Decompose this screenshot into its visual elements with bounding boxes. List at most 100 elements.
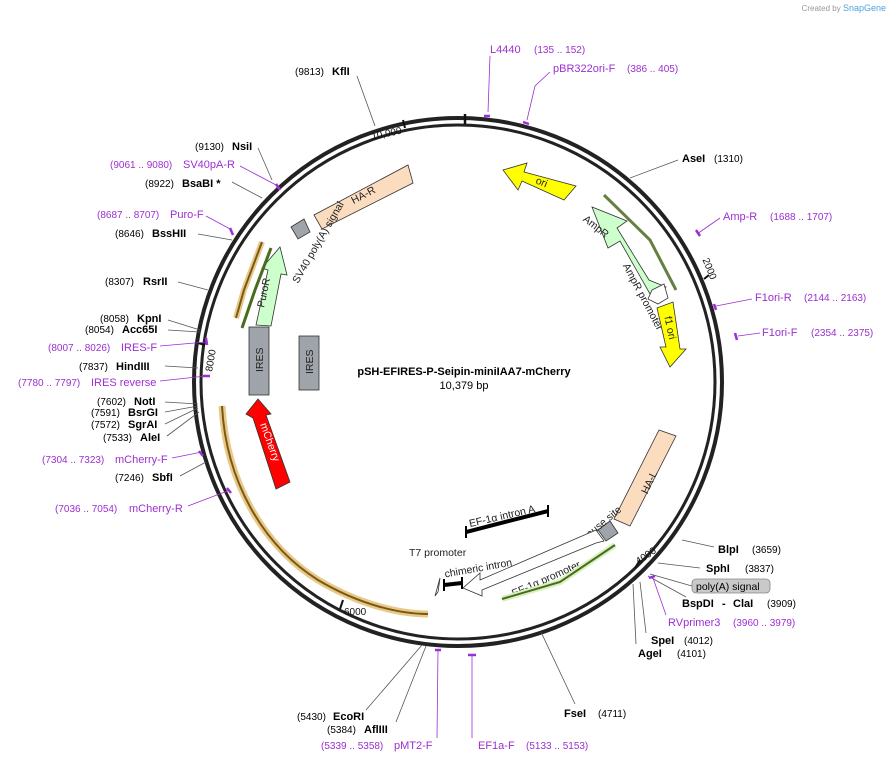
primer-l4440-name: L4440 <box>490 44 521 56</box>
tick-10000: 10,000 <box>371 126 404 143</box>
feature-polya-signal[interactable]: poly(A) signal <box>649 573 771 594</box>
site-alei[interactable]: (7533) AleI <box>103 411 200 444</box>
primer-ef1a-f[interactable]: EF1a-F (5133 .. 5153) <box>468 653 588 752</box>
site-agei-pos: (4101) <box>677 649 706 660</box>
primer-amp-r-pos: (1688 .. 1707) <box>770 212 832 223</box>
site-kpni[interactable]: (8058) KpnI <box>100 313 201 331</box>
backbone-outer <box>192 116 724 648</box>
feature-ires-label: IRES <box>254 347 266 372</box>
site-kfli[interactable]: (9813) KflI <box>295 66 376 127</box>
site-acc65i-pos: (8054) <box>85 325 114 336</box>
site-agei[interactable]: AgeI (4101) <box>632 583 706 660</box>
site-sphi[interactable]: SphI (3837) <box>657 562 774 575</box>
site-acc65i[interactable]: (8054) Acc65I <box>85 324 201 336</box>
site-nsii[interactable]: (9130) NsiI <box>195 141 273 181</box>
primer-ires-f-name: IRES-F <box>121 342 157 354</box>
site-hindiii-name: HindIII <box>116 361 150 373</box>
site-kfli-pos: (9813) <box>295 67 324 78</box>
feature-puror[interactable]: PuroR <box>255 246 288 327</box>
primer-pbr322ori-f-pos: (386 .. 405) <box>627 64 678 75</box>
site-bsshii[interactable]: (8646) BssHII <box>115 228 233 241</box>
orf-puro-gold-core <box>235 241 263 319</box>
feature-ha-l[interactable]: HA-L <box>613 429 677 527</box>
site-noti-pos: (7602) <box>97 397 126 408</box>
feature-ires-inner[interactable]: IRES <box>298 335 320 391</box>
site-spei-pos: (4012) <box>684 636 713 647</box>
site-bsrgi[interactable]: (7591) BsrGI <box>91 405 199 419</box>
site-bspdi-pos: (3909) <box>767 599 796 610</box>
site-fsei-pos: (4711) <box>598 709 626 720</box>
site-blpi[interactable]: BlpI (3659) <box>681 539 781 556</box>
snapgene-credit: Created by SnapGene <box>802 3 886 13</box>
primer-pmt2-f-pos: (5339 .. 5358) <box>321 741 383 752</box>
credit-prefix: Created by <box>801 4 841 13</box>
primer-sv40pa-r-pos: (9061 .. 9080) <box>110 160 172 171</box>
primer-rvprimer3[interactable]: RVprimer3 (3960 .. 3979) <box>648 574 795 629</box>
site-fsei[interactable]: FseI (4711) <box>540 631 626 720</box>
site-bsshii-name: BssHII <box>152 228 186 240</box>
feature-f1-ori-label: f1 ori <box>661 315 678 340</box>
primer-ef1a-f-name: EF1a-F <box>478 740 515 752</box>
feature-ires[interactable]: IRES <box>248 326 270 396</box>
feature-mcherry[interactable]: mCherry <box>245 398 291 490</box>
site-sgrai-pos: (7572) <box>91 420 120 431</box>
feature-ori[interactable]: ori <box>502 162 577 201</box>
primer-l4440[interactable]: L4440 (135 .. 152) <box>484 44 585 118</box>
site-hindiii[interactable]: (7837) HindIII <box>79 361 199 373</box>
site-rsrii[interactable]: (8307) RsrII <box>105 276 209 291</box>
primer-ires-reverse-name: IRES reverse <box>91 377 156 389</box>
site-sbfi-name: SbfI <box>152 472 173 484</box>
primer-f1ori-f-name: F1ori-F <box>762 327 798 339</box>
site-ecori-name: EcoRI <box>333 711 364 723</box>
plasmid-size: 10,379 bp <box>440 380 489 392</box>
site-sphi-name: SphI <box>706 563 730 575</box>
site-spei[interactable]: SpeI (4012) <box>639 581 713 647</box>
primer-mcherry-f-name: mCherry-F <box>115 454 168 466</box>
site-bsabi-name: BsaBI * <box>182 178 221 190</box>
site-noti-name: NotI <box>134 396 155 408</box>
site-ecori[interactable]: (5430) EcoRI <box>297 644 423 723</box>
primer-rvprimer3-name: RVprimer3 <box>668 617 720 629</box>
primer-puro-f-pos: (8687 .. 8707) <box>97 210 159 221</box>
site-alei-name: AleI <box>140 432 160 444</box>
primer-mcherry-r-name: mCherry-R <box>129 503 183 515</box>
primer-ef1a-f-pos: (5133 .. 5153) <box>526 741 588 752</box>
site-bsrgi-pos: (7591) <box>91 408 120 419</box>
primer-pbr322ori-f-name: pBR322ori-F <box>553 63 616 75</box>
primer-f1ori-f-pos: (2354 .. 2375) <box>811 328 873 339</box>
site-sgrai[interactable]: (7572) SgrAI <box>91 407 199 431</box>
feature-ef1a-intron[interactable]: EF-1α intron A <box>465 503 549 538</box>
site-kfli-name: KflI <box>332 66 350 78</box>
primer-mcherry-f-pos: (7304 .. 7323) <box>42 455 104 466</box>
site-bsabi[interactable]: (8922) BsaBI * <box>145 178 263 199</box>
primer-ires-f[interactable]: (8007 .. 8026) IRES-F <box>48 337 209 354</box>
site-afliii[interactable]: (5384) AflIII <box>327 645 427 736</box>
primer-puro-f[interactable]: (8687 .. 8707) Puro-F <box>97 209 235 236</box>
site-ecori-pos: (5430) <box>297 712 326 723</box>
site-sbfi-pos: (7246) <box>115 473 144 484</box>
site-bsrgi-name: BsrGI <box>128 407 158 419</box>
primer-mcherry-r[interactable]: (7036 .. 7054) mCherry-R <box>55 487 232 515</box>
primer-f1ori-f[interactable]: F1ori-F (2354 .. 2375) <box>733 327 873 341</box>
snapgene-brand: SnapGene <box>842 3 886 13</box>
site-bspdi-clai[interactable]: BspDI - ClaI (3909) <box>647 575 796 610</box>
primer-mcherry-f[interactable]: (7304 .. 7323) mCherry-F <box>42 450 204 466</box>
primer-f1ori-r-name: F1ori-R <box>755 292 792 304</box>
site-sbfi[interactable]: (7246) SbfI <box>115 461 207 484</box>
site-blpi-name: BlpI <box>718 544 739 556</box>
primer-pmt2-f[interactable]: (5339 .. 5358) pMT2-F <box>321 648 441 752</box>
feature-t7-promoter[interactable]: T7 promoter <box>409 547 467 597</box>
backbone-inner <box>199 123 717 641</box>
site-acc65i-name: Acc65I <box>122 324 157 336</box>
feature-f1-ori[interactable]: f1 ori <box>656 301 687 368</box>
primer-f1ori-r[interactable]: F1ori-R (2144 .. 2163) <box>712 292 866 311</box>
primer-amp-r[interactable]: Amp-R (1688 .. 1707) <box>694 211 832 237</box>
primer-ires-reverse[interactable]: (7780 .. 7797) IRES reverse <box>18 374 210 389</box>
primer-sv40pa-r[interactable]: (9061 .. 9080) SV40pA-R <box>110 159 282 191</box>
primer-ires-reverse-pos: (7780 .. 7797) <box>18 378 80 389</box>
site-noti[interactable]: (7602) NotI <box>97 396 199 408</box>
site-asei[interactable]: AseI (1310) <box>629 153 743 179</box>
site-clai-sep: - <box>722 598 726 610</box>
site-afliii-pos: (5384) <box>327 725 356 736</box>
primer-pbr322ori-f[interactable]: pBR322ori-F (386 .. 405) <box>522 63 678 126</box>
